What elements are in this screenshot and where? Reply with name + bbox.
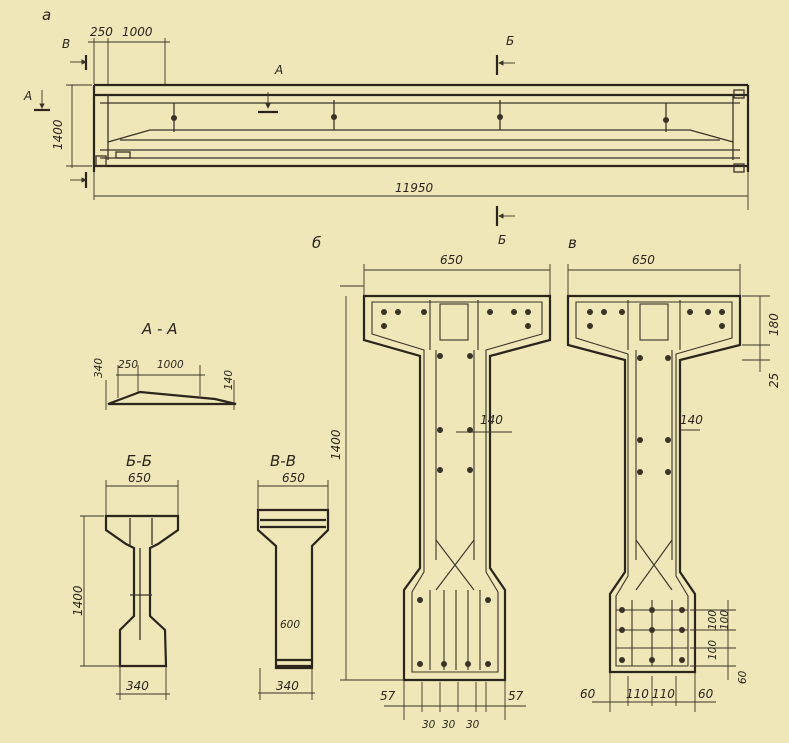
detail-v-dim-100-c: 100: [707, 640, 719, 660]
detail-v-dim-180: 180: [767, 313, 781, 336]
detail-section-v: в 650 180 25 14: [566, 234, 781, 712]
cut-label-a-mid: А: [274, 63, 283, 77]
section-b-b: Б-Б 650 1400 340: [71, 452, 180, 700]
dim-end-250: 250: [90, 25, 113, 39]
section-aa-title: А - А: [141, 320, 177, 338]
dim-height-1400: 1400: [51, 119, 65, 150]
cut-label-b-top: Б: [506, 34, 514, 48]
vv-dim-650: 650: [282, 471, 305, 485]
bb-dim-650: 650: [128, 471, 151, 485]
detail-v-dim-140: 140: [680, 413, 703, 427]
detail-v-dim-25: 25: [767, 373, 781, 388]
section-v-v: В-В 650 600 340: [256, 452, 330, 700]
cut-label-a-left: А: [23, 89, 32, 103]
detail-v-dim-100-b: 100: [719, 610, 731, 630]
section-cut-markers: В А А Б: [23, 34, 515, 226]
detail-b-dim-right-57: 57: [508, 689, 524, 703]
section-a-a: А - А 340 250 1000 140: [93, 320, 237, 410]
dim-step-1000: 1000: [122, 25, 153, 39]
aa-dim-250: 250: [118, 359, 138, 371]
detail-b-dim-30-c: 30: [466, 719, 480, 731]
dim-length-11950: 11950: [395, 181, 434, 195]
elevation-height-dimension: 1400: [51, 84, 92, 168]
section-vv-title: В-В: [270, 452, 296, 470]
detail-v-dim-110-b: 110: [652, 687, 675, 701]
detail-section-b: б Б 650 1400 140: [312, 233, 552, 731]
detail-b-dim-140: 140: [480, 413, 503, 427]
detail-b-dim-left-57: 57: [380, 689, 396, 703]
vv-dim-340: 340: [276, 679, 299, 693]
aa-dim-140: 140: [223, 370, 235, 390]
detail-b-dim-30-a: 30: [422, 719, 436, 731]
beam-elevation: а 250 1000: [23, 6, 750, 226]
detail-b-dim-650: 650: [440, 253, 463, 267]
panel-b-label: б: [312, 234, 321, 252]
detail-v-sublabel: в: [568, 234, 577, 252]
cut-label-v: В: [62, 37, 70, 51]
detail-b-sublabel: Б: [498, 233, 506, 247]
vv-dim-600: 600: [280, 619, 300, 631]
bb-dim-1400: 1400: [71, 585, 85, 616]
elevation-length-dimension: 11950: [93, 172, 749, 210]
detail-v-dim-right-60: 60: [698, 687, 714, 701]
aa-dim-1000: 1000: [157, 359, 184, 371]
bb-dim-340: 340: [126, 679, 149, 693]
elevation-top-dimensions: 250 1000: [88, 25, 170, 84]
detail-b-dim-1400: 1400: [329, 429, 343, 460]
panel-a-label: а: [42, 6, 51, 24]
detail-v-dim-60-edge: 60: [737, 670, 749, 684]
detail-v-dim-110-a: 110: [626, 687, 649, 701]
section-bb-title: Б-Б: [126, 452, 152, 470]
detail-b-dim-30-b: 30: [442, 719, 456, 731]
aa-dim-340: 340: [93, 358, 105, 378]
detail-v-dim-left-60: 60: [580, 687, 596, 701]
beam-outline: [92, 83, 750, 173]
detail-v-dim-650: 650: [632, 253, 655, 267]
beam-stirrups: [171, 100, 669, 132]
detail-v-dim-100-a: 100: [707, 610, 719, 630]
